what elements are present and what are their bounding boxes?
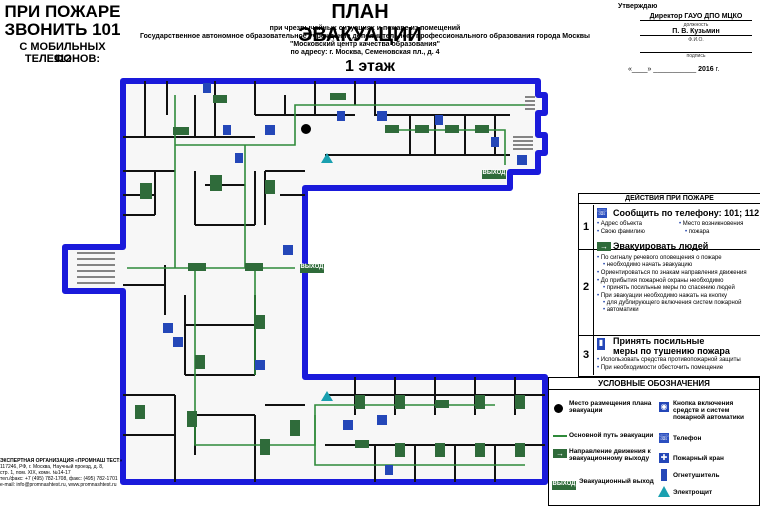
legend-main-route: Основной путь эвакуации: [569, 432, 654, 439]
legend-exit: Эвакуационный выход: [579, 478, 654, 485]
step-1-bullet-1: Адрес объекта: [597, 221, 642, 228]
location-marker-icon: [554, 404, 563, 413]
approval-name: П. В. Кузьмин: [640, 28, 752, 36]
fire-call-line1: ПРИ ПОЖАРЕ: [4, 2, 121, 21]
step-2-bullet-4: При эвакуации необходимо нажать на кнопк…: [597, 293, 727, 300]
org-line-2: 117246, РФ, г. Москва, Научный проезд, д…: [0, 464, 104, 470]
action-step-3: 3 ▮ Принять посильные меры по тушению по…: [579, 335, 760, 375]
legend-exit-sign: ВЫХОД: [552, 481, 576, 490]
legend-electric-panel: Электрощит: [673, 489, 713, 496]
step-1-bullet-2: Свою фамилию: [597, 229, 645, 236]
legend-extinguisher-icon: [661, 469, 667, 481]
approval-name-caption: Ф.И.О.: [688, 37, 704, 43]
outer-wall: [62, 78, 548, 485]
action-step-1: 1 ☏ Сообщить по телефону: 101; 112 Адрес…: [579, 205, 760, 250]
step-3-title-2: меры по тушению пожара: [613, 346, 730, 356]
direction-signs: [135, 93, 525, 457]
actions-panel: ДЕЙСТВИЯ ПРИ ПОЖАРЕ 1 ☏ Сообщить по теле…: [578, 193, 760, 377]
floor-label: 1 этаж: [344, 58, 396, 75]
approval-label: Утверждаю: [618, 3, 658, 10]
main-route-line-icon: [553, 435, 567, 437]
exit-sign-1: ВЫХОД: [482, 170, 506, 179]
fire-call-line2: ЗВОНИТЬ 101: [4, 20, 121, 39]
step-2-bullet-4c: автоматики: [603, 307, 639, 314]
signature-caption: подпись: [686, 53, 706, 59]
legend-title: УСЛОВНЫЕ ОБОЗНАЧЕНИЯ: [549, 378, 759, 390]
page-title: ПЛАН ЭВАКУАЦИИ: [298, 1, 422, 46]
equipment-icons: [163, 83, 527, 475]
org-line-1: ЭКСПЕРТНАЯ ОРГАНИЗАЦИЯ «ПРОМНАШ ТЕСТ»: [0, 458, 123, 464]
legend-panel: УСЛОВНЫЕ ОБОЗНАЧЕНИЯ Место размещения пл…: [548, 377, 760, 506]
step-2-bullet-4b: для дублирующего включения систем пожарн…: [603, 300, 742, 307]
approval-date: «____» ___________ 2016 г.: [628, 66, 720, 73]
org-line-3: стр. 1, пом. XIX, комн. №14-17: [0, 470, 71, 476]
subtitle-1: при чрезвычайных ситуациях и пожаре из п…: [269, 25, 461, 32]
fire-call-line3: С МОБИЛЬНЫХ ТЕЛЕФОНОВ:: [19, 41, 106, 65]
subtitle-3: "Московский центр качества образования": [290, 41, 440, 48]
subtitle-2: Государственное автономное образовательн…: [140, 33, 590, 40]
legend-hydrant: Пожарный кран: [673, 455, 724, 462]
approval-position-caption: должность: [683, 22, 709, 28]
fire-call-line4: 112: [53, 53, 72, 65]
step-1-bullet-3: Место возникновения: [679, 221, 744, 228]
legend-direction: Направление движения к эвакуационному вы…: [569, 448, 651, 462]
step-3-bullet-2: При необходимости обесточить помещение: [597, 365, 723, 372]
step-3-bullet-1: Использовать средства противопожарной за…: [597, 357, 741, 364]
step-3-number: 3: [579, 335, 594, 375]
step-2-title: Эвакуировать людей: [613, 241, 709, 251]
org-line-4: тел./факс: +7 (495) 782-1708, факс: (495…: [0, 476, 118, 482]
step-1-title: Сообщить по телефону: 101; 112: [613, 208, 760, 218]
actions-title: ДЕЙСТВИЯ ПРИ ПОЖАРЕ: [579, 194, 760, 204]
legend-location: Место размещения плана эвакуации: [569, 400, 652, 414]
org-line-5: e-mail: info@promnashtest.ru, www.promna…: [0, 482, 117, 488]
signature-line: [640, 44, 752, 53]
step-2-bullet-1b: необходимо начать эвакуацию: [603, 262, 693, 269]
action-step-2: 2 → Эвакуировать людей По сигналу речево…: [579, 239, 760, 336]
button-icon: ◉: [659, 402, 669, 412]
legend-extinguisher: Огнетушитель: [673, 472, 720, 479]
step-2-bullet-2: Ориентироваться по знакам направления дв…: [597, 270, 747, 277]
step-2-bullet-3b: принять посильные меры по спасению людей: [603, 285, 735, 292]
legend-panel-triangle-icon: [658, 486, 670, 497]
step-1-bullet-3b: пожара: [685, 229, 710, 236]
stairs: [77, 96, 535, 284]
organization-block: ЭКСПЕРТНАЯ ОРГАНИЗАЦИЯ «ПРОМНАШ ТЕСТ» 11…: [0, 458, 125, 488]
legend-button: Кнопка включения средств и систем пожарн…: [673, 400, 745, 421]
legend-phone-icon: ☏: [659, 433, 670, 443]
step-1-number: 1: [579, 205, 594, 249]
exit-arrow-icon: →: [597, 242, 611, 251]
step-2-bullet-1: По сигналу речевого оповещения о пожаре: [597, 255, 722, 262]
you-are-here-marker: [301, 124, 311, 134]
step-2-number: 2: [579, 239, 594, 335]
direction-arrow-icon: →: [553, 449, 567, 458]
warning-triangle-icons: [321, 153, 333, 401]
phone-icon: ☏: [597, 208, 608, 218]
subtitle-4: по адресу: г. Москва, Семеновская пл., д…: [290, 49, 440, 56]
extinguisher-icon: ▮: [597, 338, 605, 350]
approval-position: Директор ГАУО ДПО МЦКО: [640, 13, 752, 21]
evacuation-route: [127, 95, 525, 466]
floor-plan: [62, 78, 548, 485]
exit-sign-2: ВЫХОД: [300, 264, 324, 273]
legend-phone: Телефон: [673, 435, 702, 442]
step-2-bullet-3: До прибытия пожарной охраны необходимо: [597, 278, 724, 285]
step-3-title: Принять посильные: [613, 336, 705, 346]
hydrant-icon: ✚: [659, 453, 669, 463]
